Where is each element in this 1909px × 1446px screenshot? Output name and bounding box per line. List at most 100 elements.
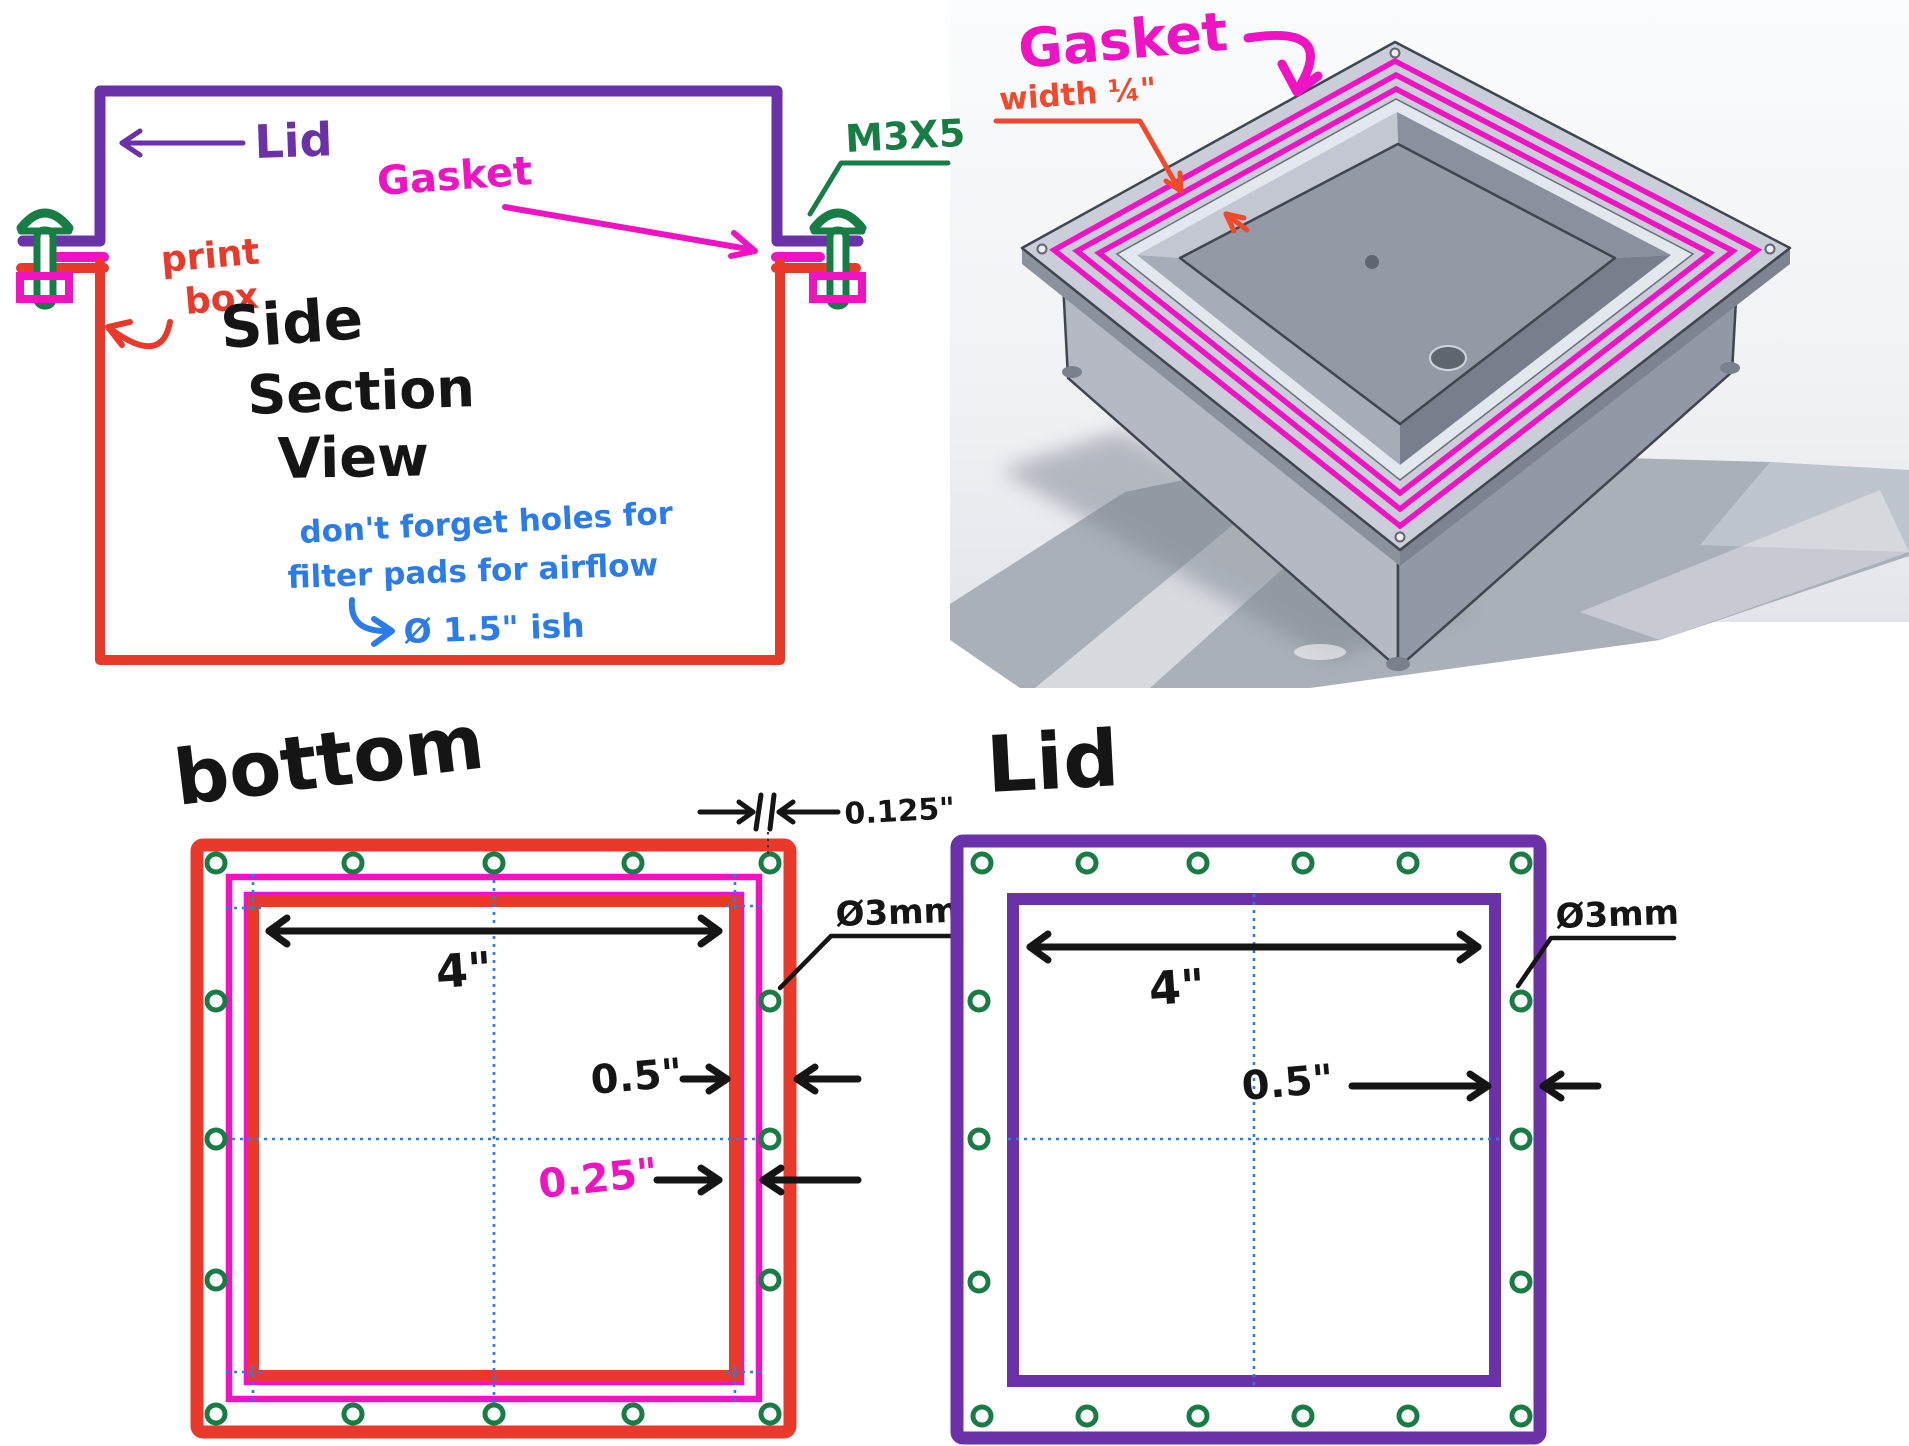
view-title-line2: Section: [246, 356, 475, 427]
cad-flange-underside-left: [1022, 248, 1400, 566]
lid-view-title: Lid: [984, 714, 1121, 811]
cad-gasket-arrowhead: [1277, 59, 1323, 97]
cad-corner-hole: [1764, 243, 1776, 255]
cad-foot-highlight: [1294, 644, 1346, 660]
screw-nut: [809, 272, 866, 303]
dim-arrowhead: [1539, 1070, 1565, 1102]
screw-hole-marker: [204, 989, 228, 1013]
cad-floor-right: [1700, 462, 1909, 552]
screw-hole-marker: [341, 1402, 365, 1426]
lid-view: Lid 4" 0.5" Ø3mm: [950, 714, 1680, 1445]
cad-corner-hole: [1394, 531, 1406, 543]
screw-hole-marker: [758, 851, 782, 875]
dim-arrowhead: [759, 1164, 785, 1196]
gasket-label-arrow: [502, 204, 751, 252]
screw-hole-marker: [482, 1402, 506, 1426]
bottom-offset-dim-label: 0.125": [844, 791, 956, 832]
screw-hole-marker: [1186, 1404, 1210, 1428]
cad-gasket-line-outer: [1049, 57, 1763, 530]
screw-hole-marker: [758, 989, 782, 1013]
dim-arrowhead: [1026, 930, 1052, 964]
cad-floor-hole-large: [1429, 345, 1467, 371]
screw-head: [16, 208, 74, 233]
view-title-line1: Side: [218, 284, 365, 362]
screw-hole-marker: [967, 1270, 991, 1294]
cad-width-leader: [993, 118, 1179, 187]
bottom-hole-dia-leader: [777, 933, 953, 991]
note-line3: Ø 1.5" ish: [403, 606, 585, 651]
cad-cavity-floor: [1178, 142, 1617, 426]
gasket-label-arrowhead: [728, 230, 758, 259]
note-line1: don't forget holes for: [299, 495, 675, 551]
lid-hole-dia-leader: [1515, 935, 1677, 989]
lid-flange-dim-label: 0.5": [1240, 1056, 1335, 1110]
lid-hole-ring: [967, 851, 1533, 1428]
printbox-label-line1: print: [159, 232, 261, 281]
side-section-view: Lid Gasket print box M3X5 Side Section V…: [16, 85, 966, 665]
screw-hole-marker: [1291, 1404, 1315, 1428]
view-title-line3: View: [277, 424, 429, 492]
screw-head: [809, 208, 867, 233]
bottom-hole-dia-label: Ø3mm: [835, 891, 960, 935]
screw-hole-marker: [970, 1404, 994, 1428]
cad-render: Gasket width ¼": [950, 0, 1909, 688]
cad-corner-hole: [1036, 243, 1048, 255]
bottom-view-title: bottom: [169, 697, 488, 823]
screw-hole-marker: [1075, 851, 1099, 875]
dim-arrowhead: [697, 914, 723, 948]
cad-gasket-line-inner: [1094, 85, 1716, 497]
screw-hole-marker: [1396, 1404, 1420, 1428]
screw-hole-marker: [621, 851, 645, 875]
lid-outer-frame: [950, 834, 1547, 1445]
cad-foot: [1720, 362, 1740, 374]
cad-cavity-wall-sw: [1137, 255, 1400, 465]
screw-hole-marker: [967, 1127, 991, 1151]
screw-hole-marker: [621, 1402, 645, 1426]
gasket-label: Gasket: [375, 148, 533, 205]
note-hook-arrow: [348, 597, 391, 635]
screw-hole-marker: [204, 851, 228, 875]
screw-nut: [16, 272, 73, 303]
screw-hole-marker: [1186, 851, 1210, 875]
printbox-label-arrowhead: [105, 319, 133, 348]
bottom-corner-tick-tr: [726, 874, 762, 912]
cad-gasket-line-middle: [1072, 71, 1739, 513]
cad-gasket-arrow: [1243, 30, 1315, 91]
screw-hole-marker: [341, 851, 365, 875]
screw-right: [809, 208, 867, 310]
cad-floor-reflection-2: [1580, 490, 1909, 640]
cad-corner-hole: [1389, 47, 1401, 59]
lid-profile: [17, 85, 864, 247]
dim-arrowhead: [736, 799, 756, 825]
bottom-width-dim-label: 4": [434, 941, 494, 999]
printbox-profile: [95, 258, 785, 665]
bottom-gasket-dim-label: 0.25": [536, 1150, 660, 1208]
screw-hole-marker: [204, 1402, 228, 1426]
cad-cavity-wall-nw: [1137, 112, 1398, 258]
screw-hole-marker: [1509, 1404, 1533, 1428]
printbox-label-arrow: [109, 319, 173, 349]
screw-hole-marker: [1396, 851, 1420, 875]
cad-cavity-wall-ne: [1397, 112, 1671, 258]
screw-hole-marker: [1509, 1127, 1533, 1151]
bottom-corner-tick-bl: [226, 1366, 262, 1404]
cad-width-arrowhead-2: [1223, 211, 1247, 234]
note-line2: filter pads for airflow: [287, 547, 659, 596]
bottom-corner-tick-tl: [226, 874, 262, 912]
lid-hole-dia-label: Ø3mm: [1555, 893, 1680, 937]
bottom-outer-frame: [190, 838, 797, 1439]
cad-foot: [1062, 366, 1082, 378]
screw-size-label: M3X5: [844, 111, 966, 161]
screw-hole-marker: [758, 1268, 782, 1292]
screw-hole-marker: [204, 1127, 228, 1151]
dim-arrowhead: [265, 914, 291, 948]
screw-hole-marker: [1075, 1404, 1099, 1428]
screw-label-leader: [807, 160, 951, 217]
bottom-view: bottom 4" 0.5" 0.25": [169, 697, 960, 1439]
screw-hole-marker: [1509, 989, 1533, 1013]
lid-label-arrowhead: [119, 128, 143, 158]
dim-arrowhead: [705, 1063, 731, 1095]
lid-inner-box: [1007, 893, 1501, 1387]
bottom-flange-dim-label: 0.5": [589, 1050, 684, 1104]
